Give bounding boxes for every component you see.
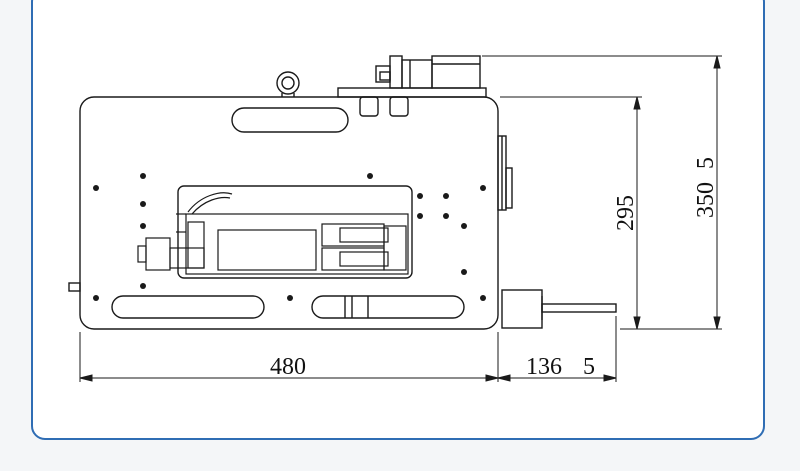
bottom-slot-right (311, 295, 465, 319)
top-slot (231, 107, 349, 133)
lifting-eye (276, 71, 300, 97)
dim-height-total-tol: 5 (693, 157, 719, 169)
bottom-cylinder-extension (501, 289, 617, 329)
right-side-bracket (497, 135, 513, 211)
dim-width-extension: 136 (526, 354, 562, 380)
drawing-frame (31, 0, 765, 440)
dimension-lines (79, 55, 722, 382)
dim-height-body: 295 (613, 195, 639, 231)
bottom-slot-left (111, 295, 265, 319)
main-plate (79, 96, 499, 330)
left-side-pin (68, 282, 81, 292)
top-motor-assembly (337, 55, 487, 117)
dim-width-main: 480 (270, 354, 306, 380)
inner-mechanism (137, 192, 409, 275)
dim-width-extension-tol: 5 (583, 354, 595, 380)
dim-height-total: 350 (693, 182, 719, 218)
mounting-holes (93, 173, 486, 301)
